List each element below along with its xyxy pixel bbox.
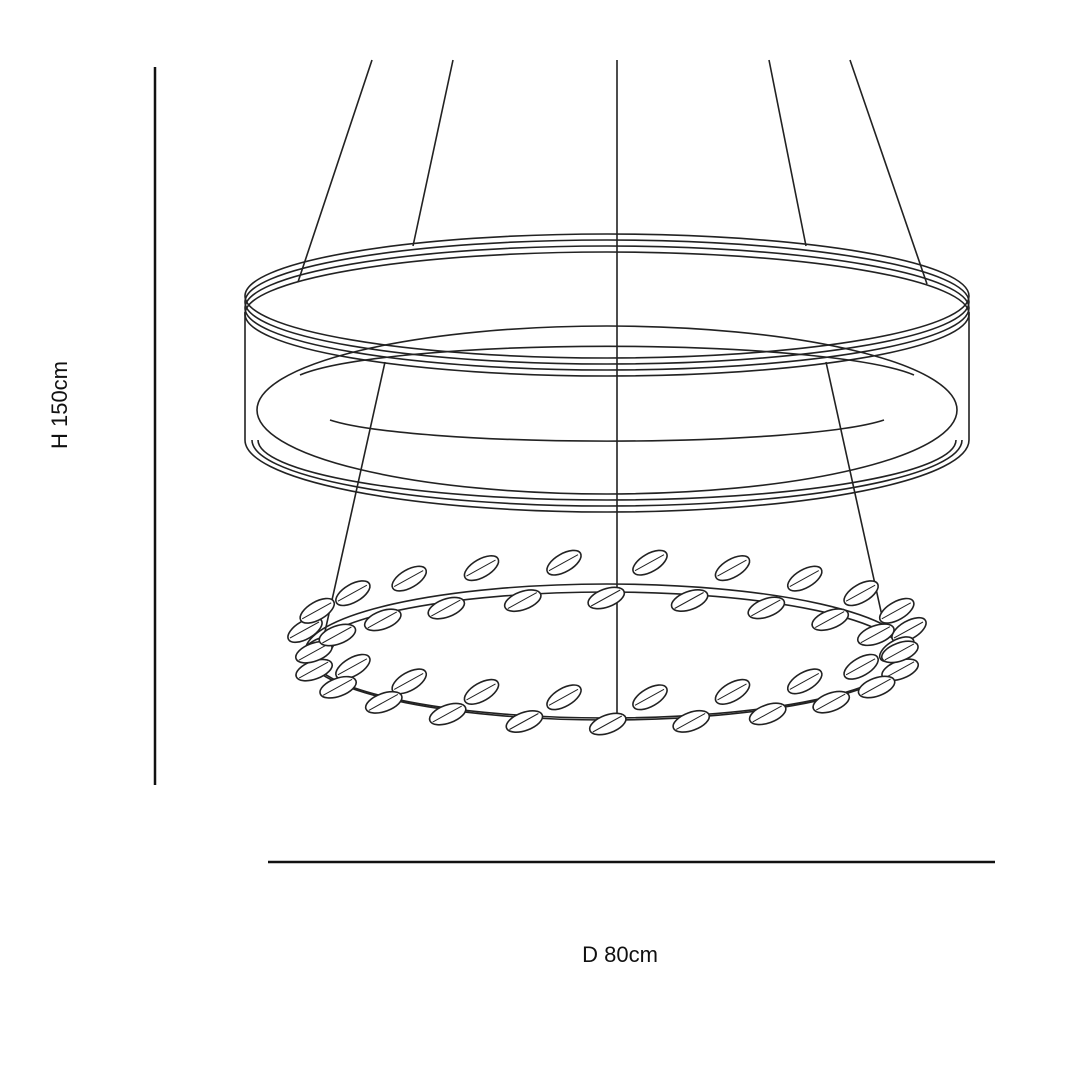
leaf-vein: [861, 678, 891, 696]
leaf-vein: [367, 611, 398, 629]
leaf-vein: [845, 658, 876, 676]
leaves: [287, 549, 927, 736]
leaf-vein: [322, 626, 352, 644]
leaf-vein: [590, 589, 621, 607]
leaf-vein: [507, 592, 538, 610]
leaf-ring: [287, 549, 927, 736]
leaf-vein: [845, 584, 876, 602]
leaf-vein: [789, 570, 820, 588]
leaf-vein: [298, 643, 329, 661]
leaf-vein: [322, 678, 353, 696]
diameter-label: D 80cm: [582, 942, 658, 967]
leaf-vein: [884, 643, 915, 661]
leaf-vein: [368, 693, 399, 711]
leaf-vein: [548, 554, 579, 572]
dimension-lines: [153, 67, 995, 864]
leaf-vein: [393, 570, 424, 588]
suspension-cables: [297, 59, 928, 720]
height-label: H 150cm: [47, 360, 72, 450]
leaf-vein: [789, 672, 820, 690]
leaf-vein: [592, 715, 623, 733]
leaf-vein: [884, 661, 915, 679]
leaf-vein: [548, 688, 579, 706]
leaf-vein: [717, 559, 747, 577]
leaf-vein: [674, 592, 704, 609]
leaf-vein: [860, 626, 891, 644]
leaf-vein: [301, 602, 332, 620]
leaf-vein: [752, 705, 782, 723]
leaf-vein: [751, 599, 781, 617]
upper-ring: [244, 233, 970, 513]
leaf-vein: [893, 621, 924, 639]
leaf-vein: [431, 599, 461, 617]
leaf-vein: [466, 559, 496, 577]
leaf-vein: [717, 683, 747, 701]
leaf-vein: [466, 683, 496, 701]
leaf-vein: [337, 584, 368, 602]
leaf-vein: [634, 688, 665, 706]
leaf-vein: [675, 712, 706, 730]
leaf-vein: [393, 672, 424, 690]
leaf-vein: [814, 611, 845, 629]
leaf-vein: [298, 661, 329, 679]
leaf-vein: [432, 705, 462, 723]
leaf-vein: [815, 693, 846, 711]
leaf-vein: [289, 621, 320, 639]
leaf-vein: [881, 602, 912, 620]
leaf-vein: [337, 658, 368, 676]
leaf-vein: [509, 713, 539, 730]
leaf-vein: [634, 554, 665, 572]
